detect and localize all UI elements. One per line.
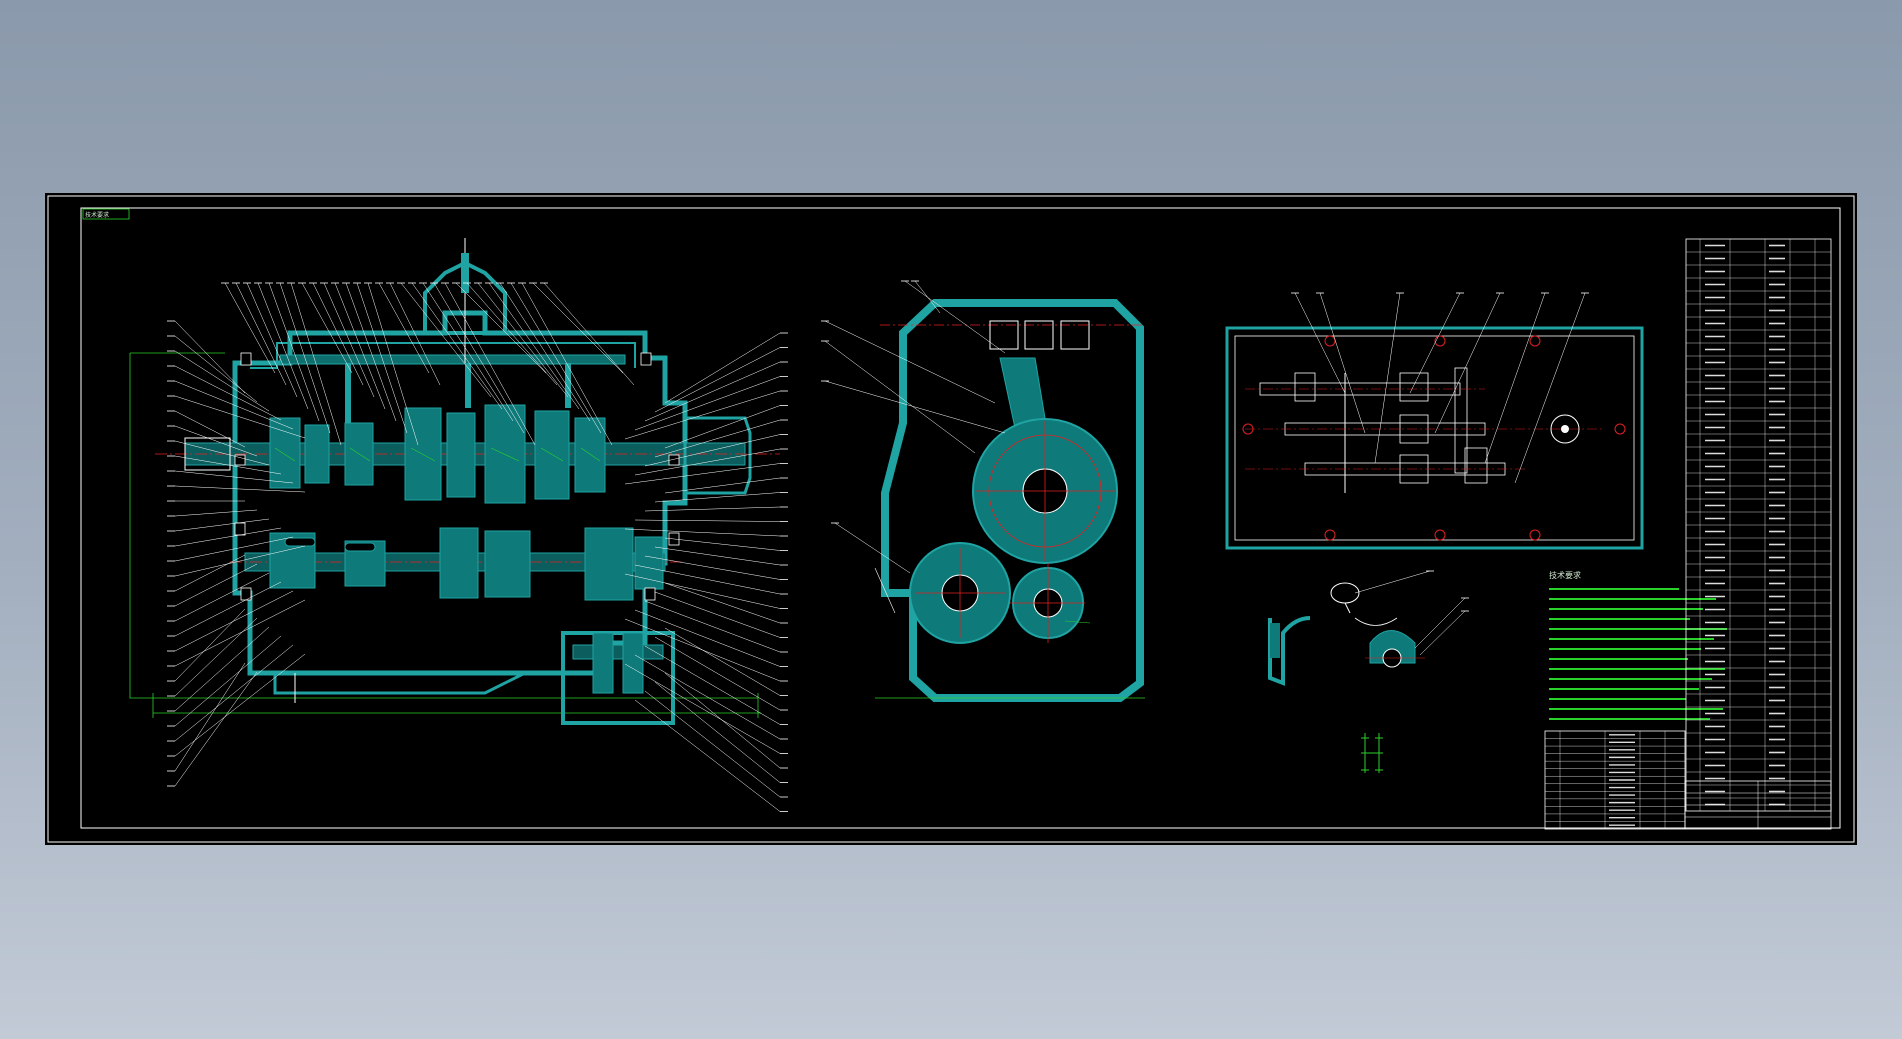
notes-title: 技术要求 — [1549, 570, 1581, 580]
technical-notes: 技术要求 — [1549, 570, 1727, 720]
outer-frame — [47, 195, 1855, 843]
detail-views — [1268, 570, 1469, 773]
shift-cover-view — [1225, 292, 1644, 550]
bom-table — [1685, 238, 1832, 812]
inner-frame — [80, 207, 1841, 829]
title-block — [1544, 730, 1832, 830]
cad-drawing-viewport[interactable]: 技术要求 — [45, 193, 1857, 845]
drawing-stamp-text: 技术要求 — [85, 211, 109, 219]
cad-drawing-canvas: 技术要求 — [47, 195, 1855, 843]
gearbox-main-section — [129, 238, 788, 812]
drawing-stamp: 技术要求 — [82, 208, 130, 220]
side-section-view — [821, 280, 1145, 702]
